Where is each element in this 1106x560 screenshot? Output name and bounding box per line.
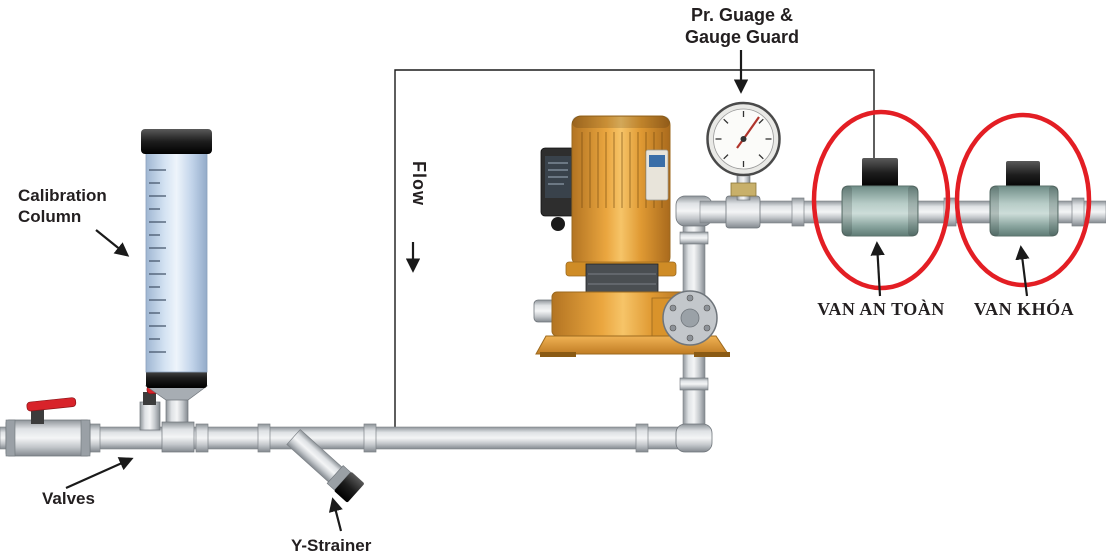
- arrow-calibration-column: [95, 229, 130, 257]
- pressure-gauge: [706, 101, 781, 229]
- y-strainer-label: Y-Strainer: [291, 536, 372, 555]
- pressure-gauge-label: Pr. Guage & Gauge Guard: [684, 5, 800, 47]
- safety-valve: [841, 158, 919, 237]
- lock-valve: [989, 161, 1059, 237]
- inlet-valve-handle: [26, 397, 77, 412]
- bottom-pipe: [0, 423, 701, 453]
- arrow-y-strainer: [328, 497, 343, 532]
- calibration-column-glass: [145, 151, 208, 373]
- valves-label: Valves: [42, 489, 95, 508]
- arrow-valves: [65, 457, 134, 490]
- arrow-lock-valve: [1015, 245, 1030, 297]
- lock-valve-label: VAN KHÓA: [973, 299, 1075, 319]
- annotation-arrows: [65, 50, 1030, 532]
- safety-valve-highlight-circle: [811, 109, 951, 291]
- metering-pump: [533, 115, 730, 357]
- arrow-safety-valve: [870, 241, 885, 297]
- safety-valve-label: VAN AN TOÀN: [817, 299, 945, 319]
- flow-label: Flow: [409, 161, 429, 206]
- pump-head-flange: [662, 290, 718, 346]
- inlet-valve: [5, 397, 91, 457]
- gauge-guard: [730, 182, 757, 197]
- lock-valve-highlight-circle: [954, 112, 1092, 288]
- calibration-column-graduations: [149, 169, 166, 353]
- flow-leader-line: [394, 69, 875, 432]
- calibration-column-label: Calibration Column: [18, 186, 107, 226]
- calibration-column: [141, 129, 212, 453]
- y-strainer: [286, 429, 364, 503]
